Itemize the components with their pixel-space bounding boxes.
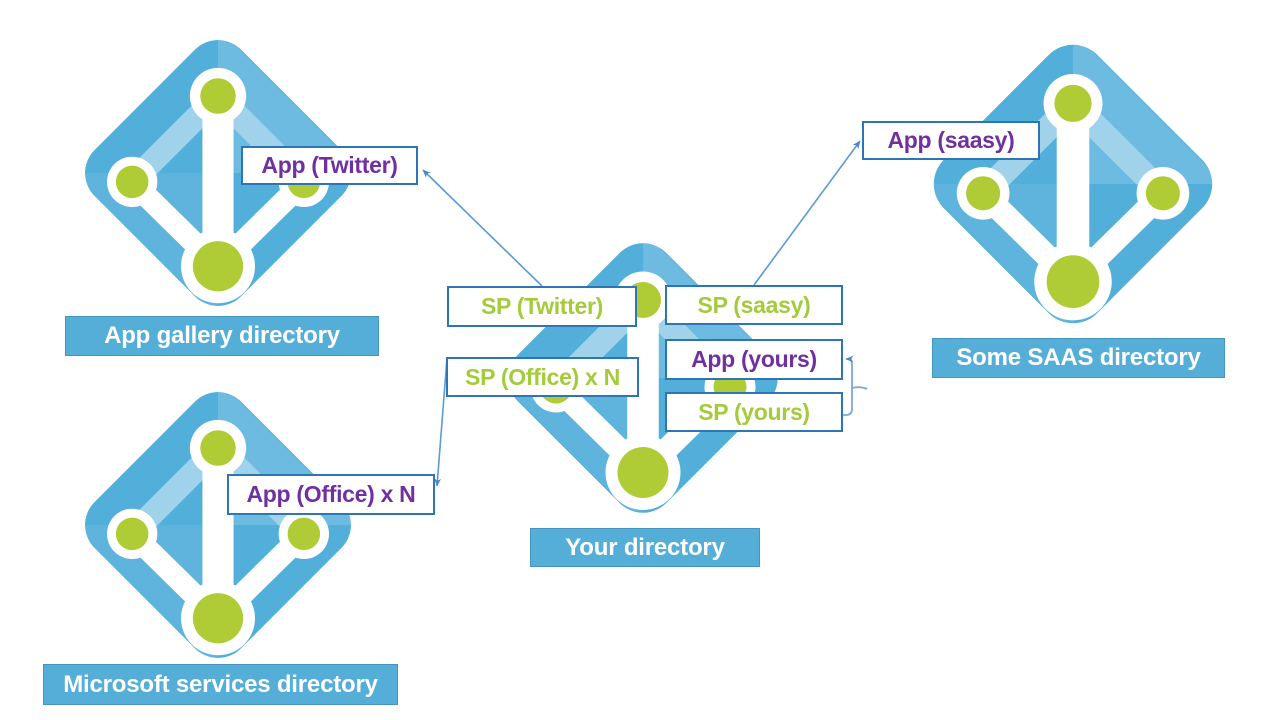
node-sp-office: SP (Office) x N [446, 357, 639, 397]
directory-label-some-saas: Some SAAS directory [932, 338, 1225, 378]
directory-label-microsoft-services: Microsoft services directory [43, 664, 398, 705]
azure-ad-icon-microsoft-services [70, 377, 366, 673]
node-app-saasy: App (saasy) [862, 121, 1040, 160]
arrow-sp-yours-to-app-yours-tick [851, 386, 868, 390]
node-sp-saasy: SP (saasy) [665, 285, 843, 325]
node-app-twitter: App (Twitter) [241, 146, 418, 185]
directory-label-your-directory: Your directory [530, 528, 760, 567]
node-app-yours: App (yours) [665, 339, 843, 380]
node-sp-twitter: SP (Twitter) [447, 286, 637, 327]
node-sp-yours: SP (yours) [665, 392, 843, 432]
arrow-sp-yours-to-app-yours [843, 355, 854, 416]
azure-ad-icon-some-saas [918, 29, 1228, 339]
directory-label-app-gallery: App gallery directory [65, 316, 379, 356]
node-app-office: App (Office) x N [227, 474, 435, 515]
